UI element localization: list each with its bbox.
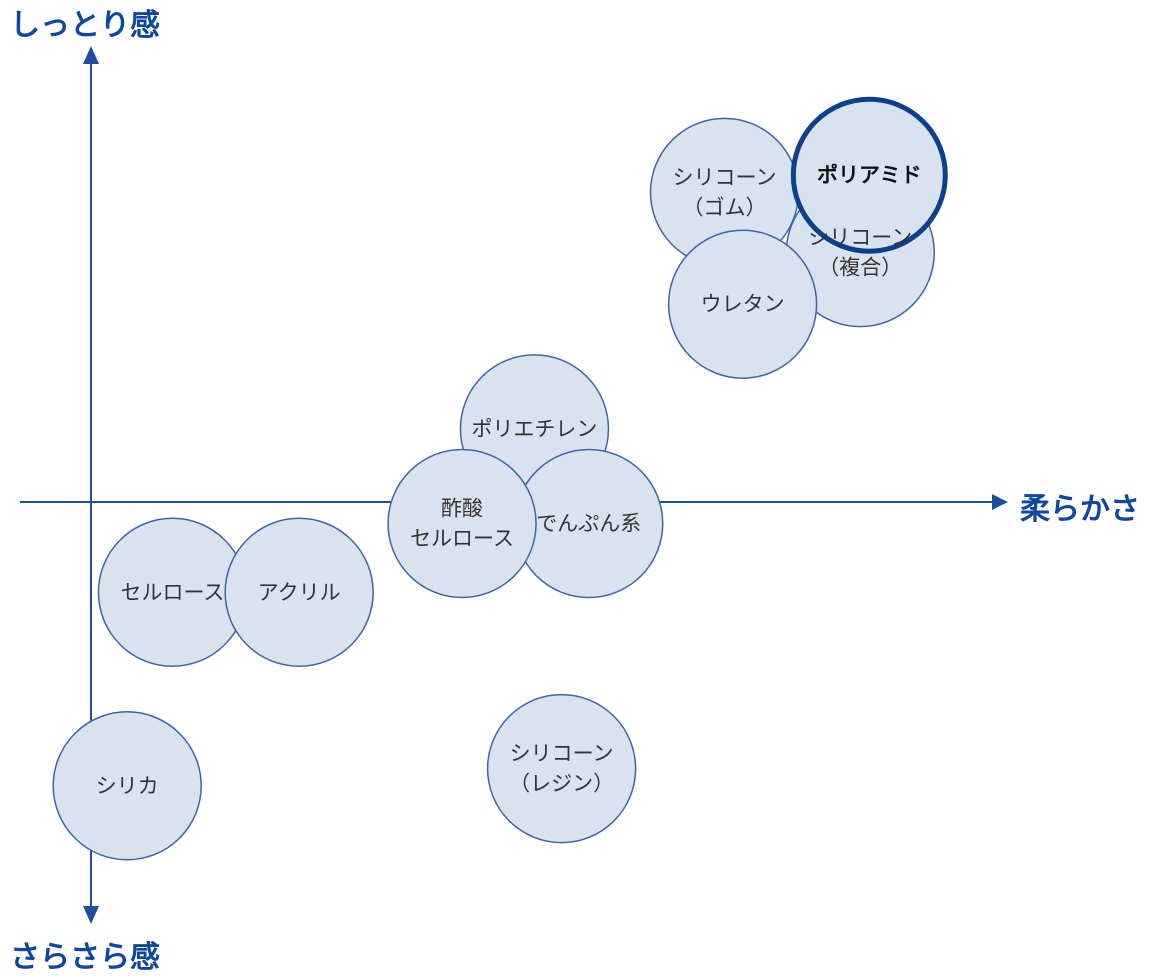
material-circle-cellulose-acetate xyxy=(387,448,537,599)
material-circle-acrylic xyxy=(224,517,374,668)
material-label: セルロース xyxy=(410,527,514,551)
material-label: でんぷん系 xyxy=(536,512,641,536)
material-label: セルロース xyxy=(120,580,224,604)
material-circle-polyamide xyxy=(790,96,948,254)
material-circles xyxy=(52,96,948,861)
material-circle-silicone-resin xyxy=(486,693,637,844)
material-label: ポリエチレン xyxy=(471,417,597,441)
arrow-right-icon xyxy=(992,494,1008,510)
arrow-up-icon xyxy=(83,46,99,64)
material-label: シリコーン xyxy=(808,226,912,250)
material-label: アクリル xyxy=(258,580,341,604)
axis-label-smooth: さらさら感 xyxy=(10,940,160,975)
axis-label-moist: しっとり感 xyxy=(10,8,160,43)
material-label: シリコーン xyxy=(510,742,614,766)
material-label: （レジン） xyxy=(509,772,614,796)
material-label: （複合） xyxy=(818,256,902,280)
material-circle-silica xyxy=(52,711,202,861)
material-label: 酢酸 xyxy=(441,497,483,521)
axis-label-softness: 柔らかさ xyxy=(1020,492,1140,527)
material-label: （ゴム） xyxy=(683,195,767,219)
material-label: ポリアミド xyxy=(817,163,922,187)
material-circle-urethane xyxy=(667,229,818,379)
material-label: ウレタン xyxy=(701,292,785,316)
material-label: シリカ xyxy=(96,774,159,798)
arrow-down-icon xyxy=(83,906,99,924)
material-label: シリコーン xyxy=(673,165,777,189)
